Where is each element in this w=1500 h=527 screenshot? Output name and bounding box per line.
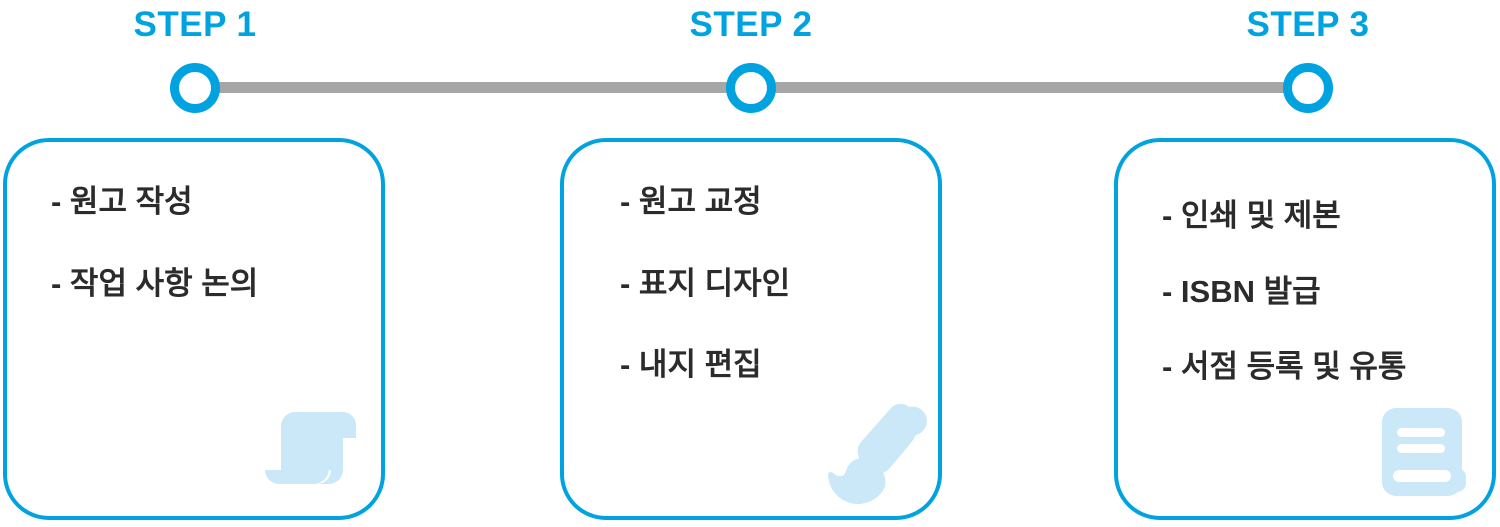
step-label-3: STEP 3 [1246, 5, 1370, 44]
step-1-item-list: - 원고 작성 - 작업 사항 논의 [51, 184, 363, 349]
step-2-item-list: - 원고 교정 - 표지 디자인 - 내지 편집 [620, 184, 920, 431]
list-item: - 서점 등록 및 유통 [1162, 349, 1407, 385]
list-item: - 표지 디자인 [620, 265, 791, 301]
step-card-1[interactable]: - 원고 작성 - 작업 사항 논의 [3, 138, 385, 520]
scroll-icon [253, 390, 373, 510]
list-item: - 인쇄 및 제본 [1162, 198, 1341, 233]
list-item: - 내지 편집 [620, 347, 762, 383]
list-item: - ISBN 발급 [1162, 273, 1321, 309]
step-3-item-list: - 인쇄 및 제본 - ISBN 발급 - 서점 등록 및 유통 [1162, 198, 1474, 427]
step-card-2[interactable]: - 원고 교정 - 표지 디자인 - 내지 편집 [560, 138, 942, 520]
timeline: STEP 1 STEP 2 STEP 3 [0, 0, 1500, 130]
step-card-3[interactable]: - 인쇄 및 제본 - ISBN 발급 - 서점 등록 및 유통 [1114, 138, 1496, 520]
timeline-node-2[interactable] [726, 63, 776, 113]
list-item: - 원고 작성 [51, 184, 193, 219]
timeline-node-3[interactable] [1283, 63, 1333, 113]
timeline-node-1[interactable] [170, 63, 220, 113]
step-label-1: STEP 1 [133, 5, 257, 44]
step-label-2: STEP 2 [689, 5, 813, 44]
list-item: - 작업 사항 논의 [51, 265, 259, 301]
list-item: - 원고 교정 [620, 184, 762, 219]
